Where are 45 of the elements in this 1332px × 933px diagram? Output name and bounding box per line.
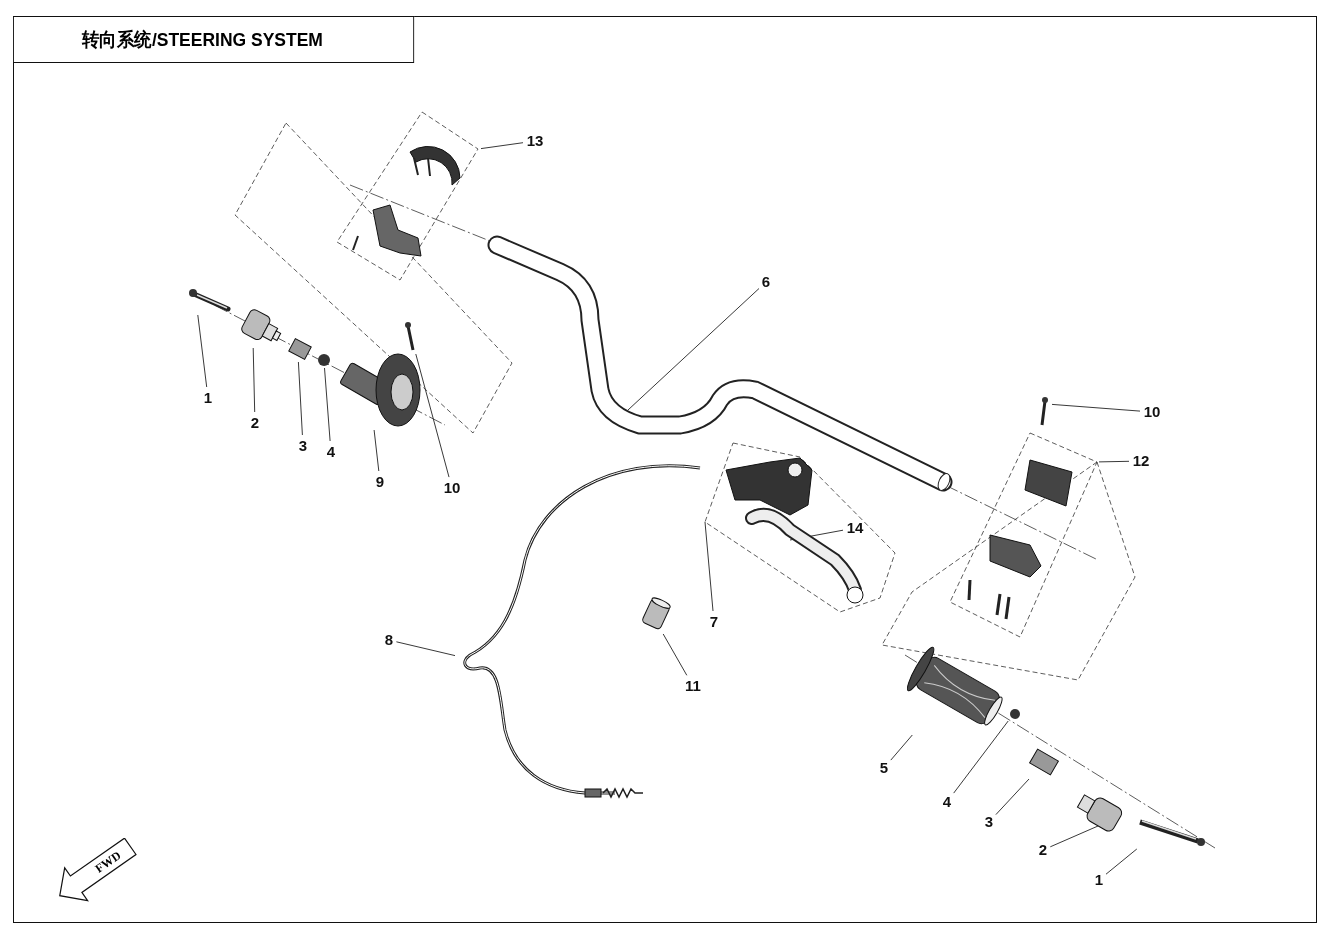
leader-line [995,778,1030,816]
title: 转向系统/STEERING SYSTEM [13,16,415,63]
leader-line [1049,825,1099,848]
leader-line [197,314,208,388]
leader-line [890,734,913,761]
leader-line [395,641,456,657]
leader-line [1105,848,1138,875]
leader-line [373,429,380,472]
nut [1008,707,1022,721]
leader-line [1098,460,1130,463]
callout-number: 13 [525,132,545,150]
leader-line [297,361,303,436]
callout-number: 12 [1131,452,1151,470]
callout-number: 2 [249,414,261,432]
dashed-group-outline [948,431,1099,639]
dashed-group-outline [335,110,481,282]
callout-number: 10 [442,479,462,497]
leader-line [324,367,331,442]
callout-number: 5 [878,759,890,777]
leader-line [1051,403,1141,412]
leader-line [662,633,688,676]
callout-number: 11 [683,677,703,695]
leader-line [953,720,1009,794]
leader-line [480,142,524,150]
callout-number: 10 [1142,403,1162,421]
callout-number: 4 [941,793,953,811]
leader-line [252,347,256,413]
callout-number: 7 [708,613,720,631]
callout-number: 6 [760,273,772,291]
callout-number: 2 [1037,841,1049,859]
callout-number: 8 [383,631,395,649]
callout-number: 14 [845,519,865,537]
leader-line [415,353,450,478]
bolt [187,287,233,315]
leader-line [627,288,760,411]
nut [316,352,332,368]
leader-line [789,529,844,541]
callout-number: 1 [1093,871,1105,889]
callout-number: 1 [202,389,214,407]
callout-number: 3 [297,437,309,455]
callout-number: 3 [983,813,995,831]
leader-line [704,521,714,612]
callout-number: 4 [325,443,337,461]
dashed-group-outline [703,441,897,614]
callout-number: 9 [374,473,386,491]
